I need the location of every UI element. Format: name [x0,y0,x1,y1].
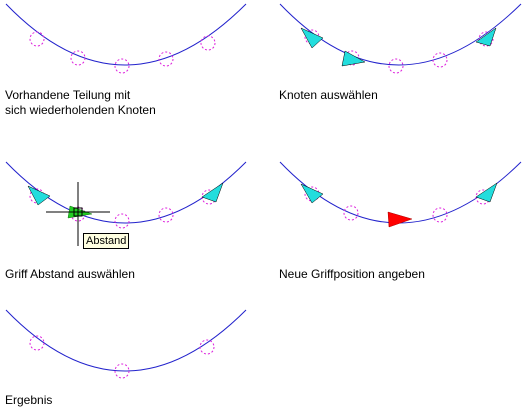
arc-curve [279,3,522,66]
triangle-grip-icon[interactable] [341,50,366,67]
node-circle-icon [114,58,130,74]
distance-tooltip: Abstand [83,233,130,249]
node-circle-icon [29,335,45,351]
node-circle-icon [114,213,130,229]
node-circle-icon [158,207,174,223]
caption-new-grip-position: Neue Griffposition angeben [279,267,425,281]
node-circle-icon [114,363,130,379]
panel-select-nodes [279,3,522,74]
node-circle-icon [478,31,494,47]
triangle-grip-icon[interactable] [201,182,224,203]
triangle-grip-icon[interactable] [475,27,497,47]
triangle-grip-icon[interactable] [300,183,324,204]
caption-select-distance-grip: Griff Abstand auswählen [5,267,135,281]
triangle-grip-icon[interactable] [475,182,498,203]
node-circle-icon [432,52,448,68]
panel-result [5,309,247,379]
node-circle-icon [388,58,404,74]
caption-existing-division: Vorhandene Teilung mit sich wiederholend… [5,88,156,118]
node-circle-icon [432,207,448,223]
caption-result: Ergebnis [5,393,53,407]
node-circle-icon [343,205,359,221]
arc-curve [5,3,247,66]
node-circle-icon [158,51,174,67]
node-circle-icon [29,31,45,47]
triangle-grip-icon[interactable] [27,185,51,206]
node-circle-icon [199,339,215,355]
active-grip-icon[interactable] [387,211,413,228]
caption-select-nodes: Knoten auswählen [279,88,378,102]
triangle-grip-icon[interactable] [300,27,324,49]
node-circle-icon [200,35,216,51]
panel-new-grip-position [279,161,522,228]
node-circle-icon [70,50,86,66]
caption-line: Vorhandene Teilung mit [5,88,131,102]
arc-curve [5,309,247,372]
panel-select-distance-grip [5,161,247,246]
caption-line: sich wiederholenden Knoten [5,103,156,117]
panel-existing-division [5,3,247,74]
